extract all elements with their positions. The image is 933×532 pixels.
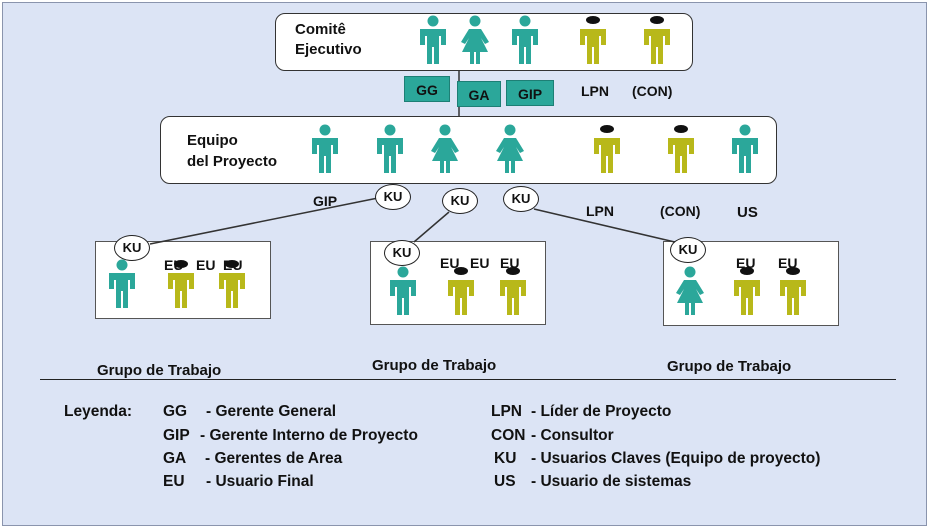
legend-right-code: LPN	[491, 403, 522, 420]
person-icon	[431, 124, 459, 173]
eu-label: EU	[196, 257, 216, 273]
eu-label: EU	[778, 255, 798, 271]
person-icon	[676, 266, 704, 315]
eu-label: EU	[164, 257, 184, 273]
eu-label: EU	[500, 255, 520, 271]
legend-left-desc: - Gerentes de Area	[205, 450, 343, 467]
ku-bubble: KU	[503, 186, 539, 212]
tag-ga: GA	[457, 81, 501, 107]
legend-right-code: CON	[491, 427, 526, 444]
legend-left-code: GA	[163, 450, 187, 467]
person-icon	[461, 15, 489, 64]
ku-bubble: KU	[114, 235, 150, 261]
person-icon	[312, 124, 338, 173]
eu-label: EU	[223, 257, 243, 273]
branch-label-us: US	[737, 204, 758, 221]
connector-line-3	[533, 208, 680, 244]
group-caption-3: Grupo de Trabajo	[667, 358, 792, 375]
legend-divider	[40, 379, 896, 380]
person-icon	[496, 124, 524, 173]
ku-bubble: KU	[670, 237, 706, 263]
committee-title-line1: Comitê	[295, 21, 346, 38]
ku-bubble: KU	[384, 240, 420, 266]
person-icon	[580, 16, 606, 64]
tag-gg: GG	[404, 76, 450, 102]
legend-left-desc: - Gerente General	[206, 403, 337, 420]
person-icon	[732, 124, 758, 173]
legend-right-desc: - Líder de Proyecto	[531, 403, 672, 420]
eu-label: EU	[736, 255, 756, 271]
branch-label-gip: GIP	[313, 193, 338, 209]
person-icon	[734, 267, 760, 315]
person-icon	[512, 15, 538, 64]
eu-label: EU	[470, 255, 490, 271]
legend-left-code: GIP	[163, 427, 190, 444]
branch-label-con: (CON)	[660, 203, 701, 219]
legend-left-code: GG	[163, 403, 188, 420]
legend-left-code: EU	[163, 473, 185, 490]
project-team-box	[160, 116, 777, 184]
project-team-title-line2: del Proyecto	[187, 153, 278, 170]
person-icon	[500, 267, 526, 315]
legend-left-desc: - Gerente Interno de Proyecto	[200, 427, 418, 444]
connector-line-1	[149, 197, 379, 245]
committee-lpn-label: LPN	[581, 83, 609, 99]
legend-right-desc: - Usuario de sistemas	[531, 473, 692, 490]
connector-line-2	[413, 211, 450, 243]
person-icon	[448, 267, 474, 315]
committee-title-line2: Ejecutivo	[295, 41, 362, 58]
legend-left-desc: - Usuario Final	[206, 473, 314, 490]
committee-con-label: (CON)	[632, 83, 673, 99]
person-icon	[109, 259, 135, 308]
person-icon	[644, 16, 670, 64]
person-icon	[668, 125, 694, 173]
ku-bubble: KU	[375, 184, 411, 210]
legend-right-desc: - Consultor	[531, 427, 614, 444]
person-icon	[377, 124, 403, 173]
legend-title: Leyenda:	[64, 403, 133, 420]
group-caption-2: Grupo de Trabajo	[372, 357, 497, 374]
ku-bubble: KU	[442, 188, 478, 214]
person-icon	[390, 266, 416, 315]
eu-label: EU	[440, 255, 460, 271]
legend-right-code: US	[494, 473, 516, 490]
project-team-title-line1: Equipo	[187, 132, 238, 149]
branch-label-lpn: LPN	[586, 203, 614, 219]
legend-right-desc: - Usuarios Claves (Equipo de proyecto)	[531, 450, 821, 467]
tag-gip: GIP	[506, 80, 554, 106]
group-caption-1: Grupo de Trabajo	[97, 362, 222, 379]
person-icon	[780, 267, 806, 315]
legend-right-code: KU	[494, 450, 517, 467]
person-icon	[594, 125, 620, 173]
person-icon	[420, 15, 446, 64]
